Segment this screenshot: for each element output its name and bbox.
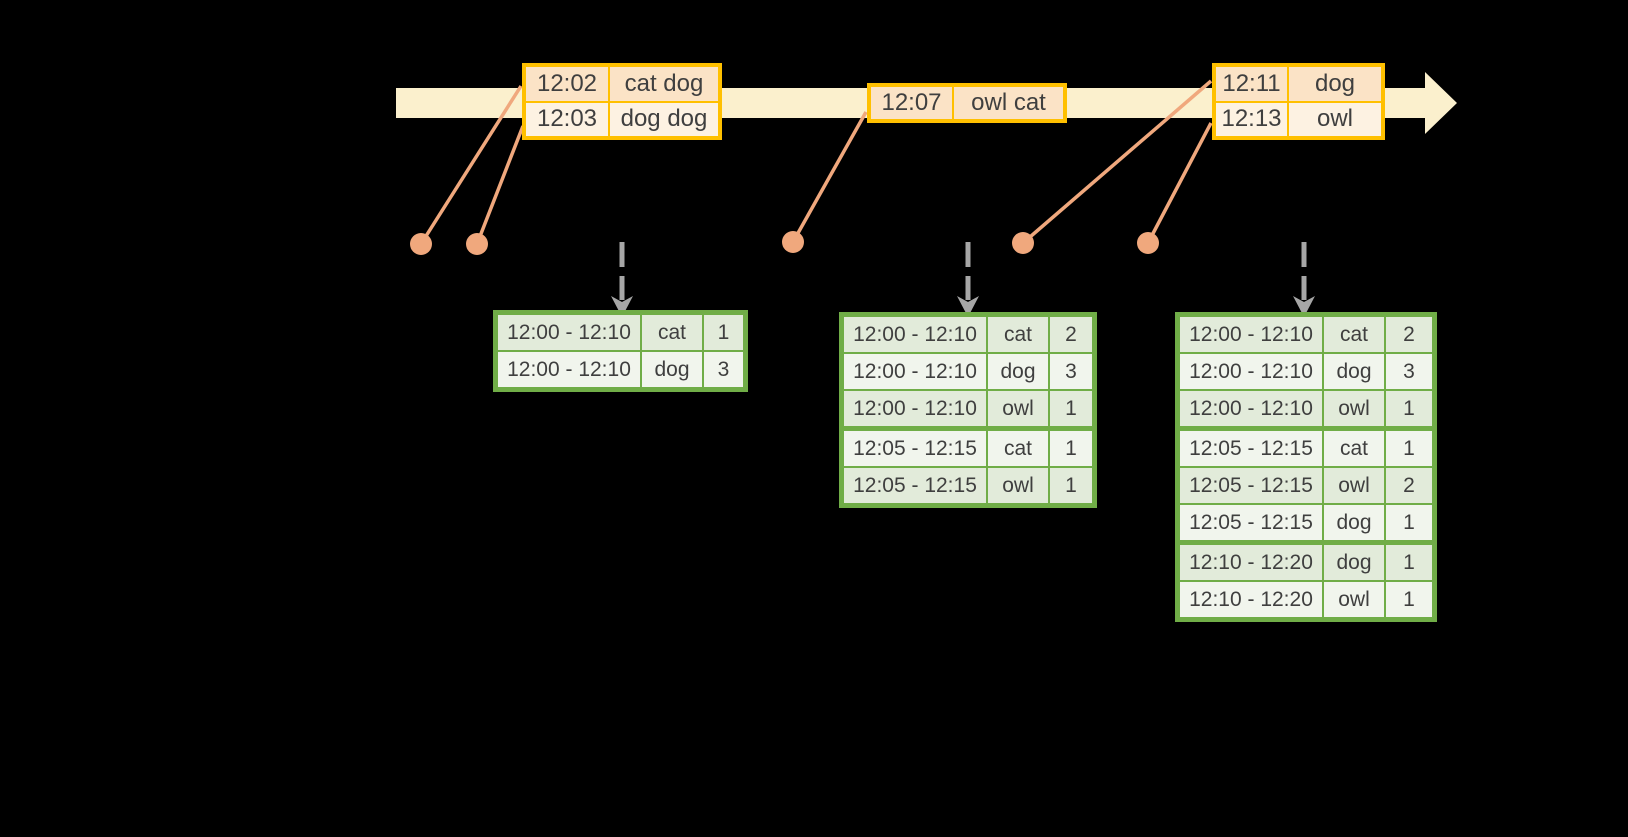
trigger-arrowhead [957, 296, 979, 317]
event-marker-dot [782, 231, 804, 253]
result-count-cell: 2 [1048, 317, 1092, 352]
result-word-cell: owl [1322, 582, 1384, 617]
timeline-arrowhead [1425, 72, 1457, 134]
event-words-cell: dog [1287, 67, 1381, 101]
result-word-cell: dog [1322, 354, 1384, 389]
result-word-cell: dog [1322, 505, 1384, 540]
event-connector-line [791, 111, 868, 243]
result-window-cell: 12:00 - 12:10 [507, 320, 631, 344]
result-word-cell: cat [640, 315, 702, 350]
result-count-cell: 1 [1048, 468, 1092, 503]
result-window-cell: 12:05 - 12:15 [1189, 436, 1313, 460]
event-time-cell: 12:13 [1221, 105, 1282, 133]
result-count-cell: 2 [1384, 317, 1432, 352]
event-marker-dot [1012, 232, 1034, 254]
result-window-cell: 12:00 - 12:10 [1189, 396, 1313, 420]
result-window-cell: 12:00 - 12:10 [853, 322, 977, 346]
result-window-cell: 12:05 - 12:15 [853, 473, 977, 497]
result-word-cell: owl [986, 391, 1048, 426]
result-count-cell: 3 [702, 352, 743, 387]
event-connector-line [1146, 122, 1213, 244]
result-window-cell: 12:00 - 12:10 [507, 357, 631, 381]
result-window-cell: 12:05 - 12:15 [853, 436, 977, 460]
result-count-cell: 2 [1384, 468, 1432, 503]
event-row: 12:07 owl cat [871, 87, 1063, 119]
result-window-cell: 12:10 - 12:20 [1189, 587, 1313, 611]
event-connector-line [1021, 79, 1213, 245]
result-word-cell: owl [1322, 391, 1384, 426]
result-count-cell: 3 [1384, 354, 1432, 389]
result-word-cell: dog [986, 354, 1048, 389]
result-window-cell: 12:00 - 12:10 [853, 396, 977, 420]
event-marker-dot [466, 233, 488, 255]
event-words-cell: owl cat [952, 87, 1063, 119]
result-window-cell: 12:00 - 12:10 [853, 359, 977, 383]
event-time-cell: 12:11 [1222, 69, 1281, 97]
event-marker-dot [410, 233, 432, 255]
result-word-cell: cat [1322, 431, 1384, 466]
result-count-cell: 1 [1048, 391, 1092, 426]
event-words-cell: owl [1287, 102, 1381, 136]
result-count-cell: 1 [1048, 431, 1092, 466]
event-time-cell: 12:02 [536, 69, 598, 97]
event-time-cell: 12:03 [536, 105, 598, 133]
trigger-arrowhead [611, 296, 633, 317]
result-count-cell: 1 [1384, 505, 1432, 540]
event-connector-line [475, 125, 525, 245]
event-row: 12:03 dog dog [526, 100, 718, 136]
result-window-cell: 12:05 - 12:15 [1189, 510, 1313, 534]
result-count-cell: 1 [1384, 391, 1432, 426]
result-word-cell: cat [1322, 317, 1384, 352]
event-table-2: 12:07 owl cat [867, 83, 1067, 123]
result-word-cell: owl [1322, 468, 1384, 503]
event-table-1: 12:02 cat dog 12:03 dog dog [522, 63, 722, 140]
result-word-cell: cat [986, 431, 1048, 466]
event-marker-dot [1137, 232, 1159, 254]
event-connector-line [419, 85, 523, 245]
result-word-cell: cat [986, 317, 1048, 352]
event-words-cell: dog dog [608, 102, 718, 136]
event-time-cell: 12:07 [881, 89, 942, 116]
result-count-cell: 1 [1384, 582, 1432, 617]
result-window-cell: 12:05 - 12:15 [1189, 473, 1313, 497]
result-word-cell: dog [1322, 545, 1384, 580]
result-count-cell: 1 [1384, 545, 1432, 580]
event-words-cell: cat dog [608, 67, 718, 101]
result-window-cell: 12:00 - 12:10 [1189, 359, 1313, 383]
result-count-cell: 1 [702, 315, 743, 350]
result-count-cell: 1 [1384, 431, 1432, 466]
result-count-cell: 3 [1048, 354, 1092, 389]
result-word-cell: owl [986, 468, 1048, 503]
result-window-cell: 12:10 - 12:20 [1189, 550, 1313, 574]
event-row: 12:02 cat dog [526, 67, 718, 101]
result-word-cell: dog [640, 352, 702, 387]
trigger-arrowhead [1293, 296, 1315, 317]
result-window-cell: 12:00 - 12:10 [1189, 322, 1313, 346]
